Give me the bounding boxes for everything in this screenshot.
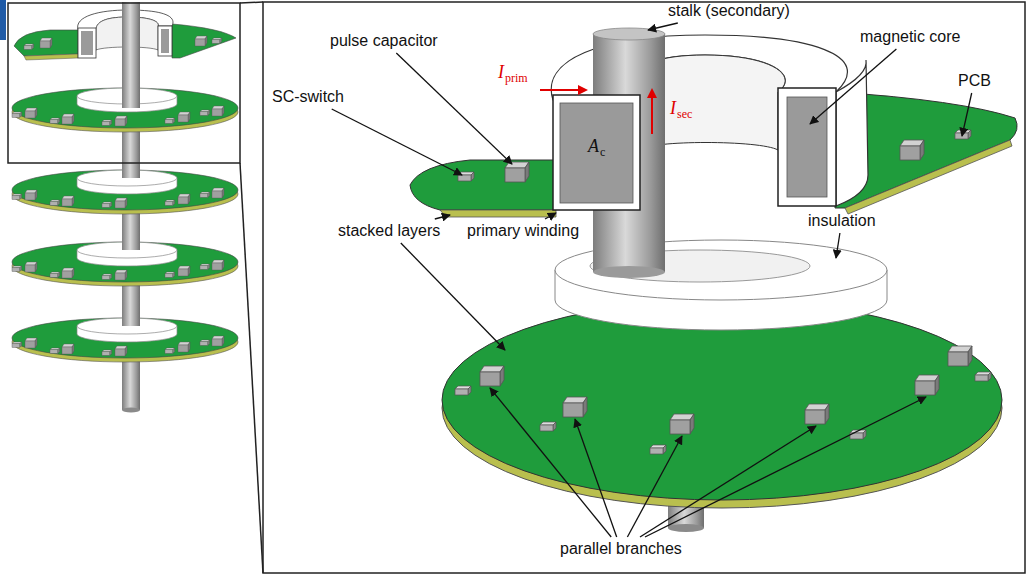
leader-line	[962, 93, 972, 136]
detail-view	[410, 28, 1017, 532]
overview-stack	[12, 188, 224, 208]
overview-stack	[122, 2, 140, 108]
part-label: PCB	[958, 72, 991, 90]
leader-line	[332, 109, 462, 175]
zoom-frame	[8, 2, 1025, 573]
detail-view	[560, 103, 633, 203]
leader-line	[810, 49, 896, 124]
overview-stack	[24, 54, 78, 60]
leader-line	[435, 215, 450, 219]
current-symbol: I	[670, 98, 676, 118]
part-label: stalk (secondary)	[668, 2, 790, 20]
current-subscript: prim	[505, 71, 528, 85]
part-label: SC-switch	[272, 88, 344, 106]
detail-view	[440, 210, 556, 217]
detail-view	[455, 386, 471, 395]
overview-stack	[81, 31, 93, 55]
zoom-frame	[240, 163, 263, 573]
overview-stack	[158, 26, 172, 56]
detail-view	[845, 140, 1012, 214]
detail-view	[900, 140, 924, 160]
current-subscript: sec	[677, 107, 692, 121]
part-label: primary winding	[467, 222, 579, 240]
detail-view	[668, 524, 704, 532]
current-arrow	[647, 88, 657, 98]
detail-view	[593, 28, 665, 40]
detail-view	[650, 445, 666, 454]
detail-view	[975, 372, 991, 381]
detail-view	[563, 397, 587, 417]
detail-view	[778, 88, 836, 206]
overview-stack	[172, 24, 236, 58]
detail-view	[915, 375, 939, 395]
leader-line	[575, 419, 617, 537]
zoom-frame	[263, 2, 1025, 573]
leader-line	[640, 426, 816, 537]
detail-view	[948, 346, 972, 366]
current-arrow	[540, 89, 580, 91]
overview-stack	[14, 30, 78, 56]
overview-stack	[12, 260, 224, 280]
detail-view	[410, 160, 556, 210]
part-label: stacked layers	[338, 222, 440, 240]
detail-view	[458, 172, 474, 181]
detail-view	[787, 97, 827, 197]
leader-line	[627, 436, 682, 537]
detail-view	[836, 60, 868, 206]
corner-accent	[0, 0, 6, 40]
overview-stack	[12, 2, 238, 413]
detail-view	[480, 366, 504, 386]
leader-line	[396, 53, 512, 164]
current-arrow	[578, 85, 588, 95]
leader-line	[490, 388, 611, 537]
current-symbol: I	[498, 62, 504, 82]
leader-line	[645, 397, 926, 537]
detail-view	[505, 162, 529, 182]
overview-stack	[24, 44, 34, 49]
zoom-frame	[8, 3, 240, 163]
current-arrow	[540, 85, 657, 134]
part-label: insulation	[808, 212, 876, 230]
leader-line	[648, 23, 678, 30]
detail-view	[540, 422, 556, 431]
overview-stack	[40, 38, 52, 48]
overview-stack	[122, 408, 140, 413]
overview-stack	[12, 106, 224, 126]
overview-stack	[78, 28, 96, 58]
zoom-frame	[240, 2, 263, 3]
part-label: magnetic core	[860, 28, 961, 46]
leader-line	[836, 233, 840, 258]
leader-line	[545, 213, 556, 219]
overview-stack	[12, 336, 224, 356]
overview-stack	[195, 36, 207, 46]
detail-view	[553, 95, 640, 210]
detail-view	[670, 414, 694, 434]
overview-stack	[161, 29, 169, 53]
current-arrow	[651, 96, 653, 134]
part-label: pulse capacitor	[330, 32, 438, 50]
detail-view	[593, 266, 665, 278]
area-symbol: A	[588, 136, 599, 156]
overview-stack	[212, 38, 222, 43]
detail-view	[805, 404, 829, 424]
leader-line	[401, 243, 505, 350]
area-subscript: c	[600, 145, 605, 159]
part-label: parallel branches	[560, 540, 682, 558]
